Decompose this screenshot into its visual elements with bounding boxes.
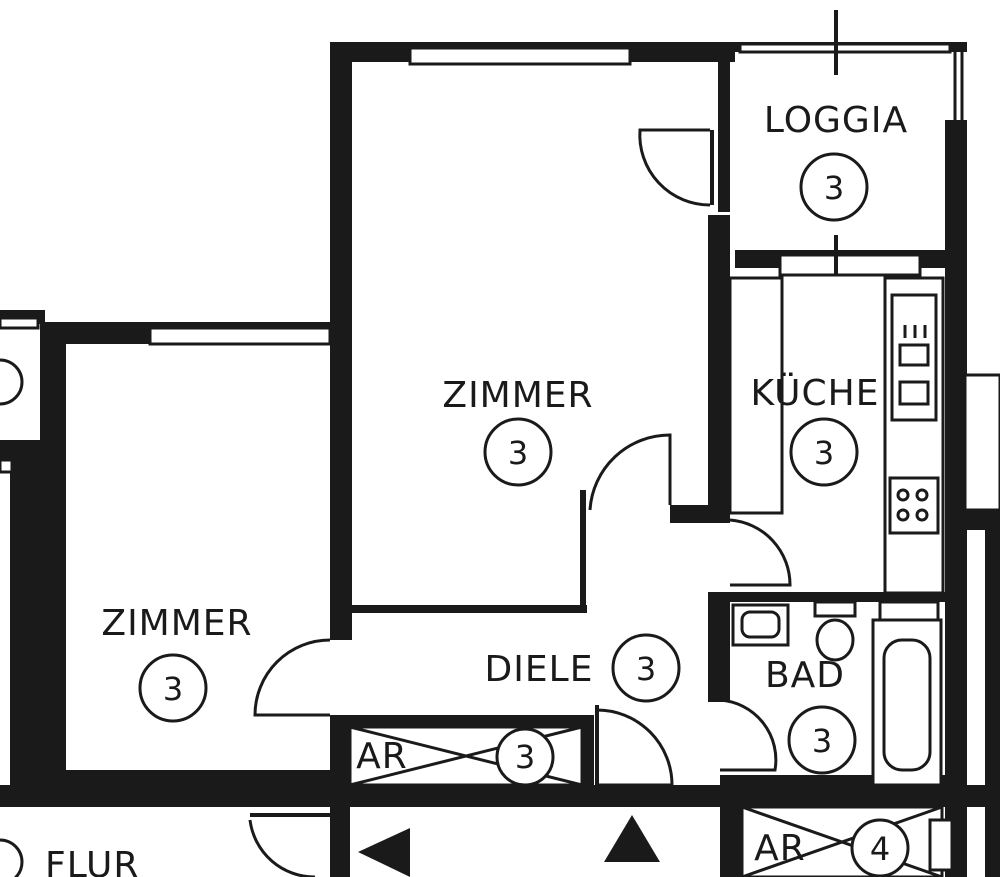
wall-bottom bbox=[0, 785, 1000, 807]
door-bath bbox=[719, 698, 778, 772]
wall-bath-left bbox=[708, 592, 730, 702]
room-ar-2: AR 4 bbox=[754, 818, 910, 877]
door-flur bbox=[248, 819, 315, 877]
wall-ar-right bbox=[582, 715, 594, 787]
room-number-zimmer-left: 3 bbox=[163, 670, 183, 708]
flur-number-circle bbox=[0, 838, 24, 877]
wall-left-room-right bbox=[330, 630, 352, 640]
wall-room-bottom bbox=[352, 605, 587, 613]
wall-door-stub bbox=[580, 490, 586, 610]
room-label-bad: BAD bbox=[765, 655, 845, 696]
room-diele: DIELE 3 bbox=[485, 633, 681, 703]
room-number-circle-ar-2 bbox=[850, 818, 910, 877]
stove-burner-1 bbox=[896, 488, 910, 502]
wall-far-left-3 bbox=[10, 462, 40, 792]
wall-right-edge-2 bbox=[985, 530, 1000, 877]
window-far-left bbox=[0, 316, 40, 330]
bath-shelf bbox=[878, 600, 940, 622]
kitchen-unit-1 bbox=[898, 343, 930, 367]
window-large-room bbox=[408, 46, 632, 66]
door-kitchen bbox=[729, 518, 792, 587]
door-left-room bbox=[253, 638, 331, 717]
room-number-zimmer-large: 3 bbox=[508, 434, 528, 472]
room-label-zimmer-left: ZIMMER bbox=[101, 603, 252, 644]
kitchen-unit-2 bbox=[898, 380, 930, 406]
wall-room-kitchen bbox=[708, 215, 730, 515]
wall-ar-left bbox=[330, 715, 350, 877]
room-bad: BAD 3 bbox=[765, 655, 857, 775]
room-zimmer-left: ZIMMER 3 bbox=[101, 603, 252, 723]
room-number-diele: 3 bbox=[636, 650, 656, 688]
room-label-ar-1: AR bbox=[356, 736, 408, 777]
room-loggia: LOGGIA 3 bbox=[764, 100, 908, 222]
room-number-ar-1: 3 bbox=[515, 738, 535, 776]
wall-right-edge bbox=[965, 510, 1000, 530]
wall-ar2-left bbox=[720, 800, 742, 877]
room-number-kueche: 3 bbox=[814, 434, 834, 472]
room-number-circle-zimmer-left bbox=[138, 653, 208, 723]
window-kitchen bbox=[778, 253, 922, 277]
wall-far-left bbox=[0, 440, 40, 462]
window-loggia-top bbox=[738, 42, 952, 54]
entrance-arrow-left-icon bbox=[358, 828, 410, 877]
room-label-diele: DIELE bbox=[485, 649, 594, 690]
room-label-flur: FLUR bbox=[45, 845, 139, 877]
kitchen-counter-left bbox=[728, 276, 784, 515]
door-large-room bbox=[588, 433, 672, 511]
stove-burner-3 bbox=[896, 508, 910, 522]
ar-2-shelf bbox=[928, 818, 954, 872]
room-zimmer-large: ZIMMER 3 bbox=[442, 375, 593, 487]
kitchen-fixtures bbox=[728, 276, 945, 595]
wall-left-bottom bbox=[40, 770, 330, 788]
room-label-loggia: LOGGIA bbox=[764, 100, 908, 141]
stove-burner-2 bbox=[915, 488, 929, 502]
room-number-circle-kueche bbox=[789, 417, 859, 487]
doors bbox=[248, 128, 792, 877]
door-loggia bbox=[638, 128, 711, 207]
room-label-zimmer-large: ZIMMER bbox=[442, 375, 593, 416]
room-number-circle-bad bbox=[787, 705, 857, 775]
door-entrance bbox=[595, 708, 674, 787]
room-number-loggia: 3 bbox=[824, 169, 844, 207]
room-kueche: KÜCHE 3 bbox=[751, 372, 880, 487]
room-number-ar-2: 4 bbox=[870, 830, 890, 868]
room-number-circle-zimmer-large bbox=[483, 417, 553, 487]
wall-ar-top bbox=[330, 715, 585, 727]
wall-bath-top bbox=[708, 592, 948, 602]
room-ar-1: AR 3 bbox=[356, 727, 555, 787]
wall-left-room-left bbox=[40, 322, 66, 792]
bath-toilet-tank bbox=[813, 600, 857, 618]
stove-burner-4 bbox=[915, 508, 929, 522]
window-left-room bbox=[148, 326, 332, 346]
room-flur: FLUR bbox=[45, 845, 139, 877]
ar-2-cross-2 bbox=[741, 805, 943, 877]
wall-loggia-left bbox=[718, 62, 730, 212]
room-number-circle-ar-1 bbox=[495, 727, 555, 787]
bath-tub-inner bbox=[882, 638, 932, 772]
room-label-kueche: KÜCHE bbox=[751, 372, 880, 414]
kitchen-stove bbox=[888, 476, 940, 535]
bath-sink-basin bbox=[740, 610, 781, 639]
entrance-arrow-up-icon bbox=[604, 815, 660, 862]
far-left-circle bbox=[0, 358, 24, 406]
windows bbox=[0, 10, 1000, 512]
room-label-ar-2: AR bbox=[754, 828, 806, 869]
window-far-left-side bbox=[0, 458, 14, 474]
bath-toilet bbox=[815, 618, 855, 662]
window-right-edge bbox=[963, 373, 1000, 512]
room-number-circle-diele bbox=[611, 633, 681, 703]
wall-left-main bbox=[330, 42, 352, 637]
room-number-bad: 3 bbox=[812, 722, 832, 760]
room-number-circle-loggia bbox=[799, 152, 869, 222]
wall-loggia-right bbox=[945, 120, 967, 877]
wall-stub-2 bbox=[670, 505, 730, 523]
bath-fixtures bbox=[731, 600, 943, 787]
